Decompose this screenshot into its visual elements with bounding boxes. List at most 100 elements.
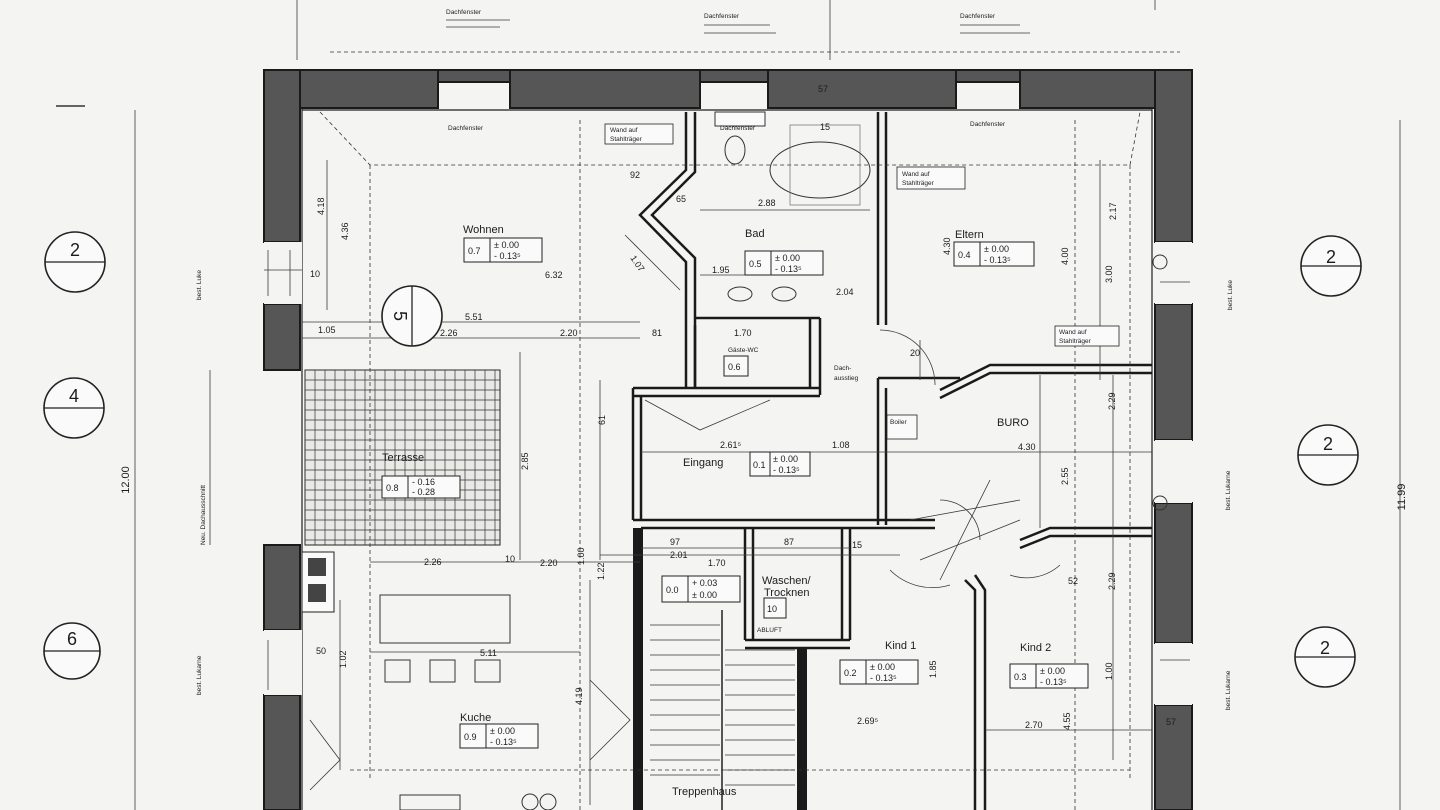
room-lvl1-eingang: ± 0.00 [773,454,798,464]
dim-2-55: 2.55 [1060,467,1070,485]
room-lvl2-kuche: - 0.13⁵ [490,737,517,747]
dim-97: 97 [670,537,680,547]
staircase-steps [650,610,795,810]
room-lvl1-kuche: ± 0.00 [490,726,515,736]
top-window-label-2: Dachfenster [704,13,740,20]
note-wand-stahl-3b: Stahlträger [1059,338,1092,345]
axis-marker-left-top: 2 [70,240,80,260]
room-code-kind1: 0.2 [844,668,857,678]
room-name-eltern: Eltern [955,229,984,241]
dim-2-88: 2.88 [758,198,776,208]
dim-4-00: 4.00 [1060,247,1070,265]
room-lvl1-kind1: ± 0.00 [870,662,895,672]
bathroom-fixtures [714,111,871,302]
room-name-waschen: Waschen/ [762,575,811,587]
room-code-eltern: 0.4 [958,250,971,260]
axis-marker-left-bottom: 6 [67,629,77,649]
room-code-bad: 0.5 [749,259,762,269]
left-axis-markers: 2 4 6 12.00 best. Luke best. Lukarne Neu… [43,105,211,810]
axis-marker-left-mid: 4 [69,386,79,406]
dim-92: 92 [630,170,640,180]
room-name-kuche: Kuche [460,712,491,724]
room-lvl2-terrasse: - 0.28 [412,487,435,497]
room-code-terrasse: 0.8 [386,483,399,493]
note-abluft: ABLUFT [757,627,782,634]
dim-1-70b: 1.70 [708,558,726,568]
note-dachfenster-3: Dachfenster [970,121,1006,128]
room-lvl2-kind2: - 0.13⁵ [1040,677,1067,687]
dim-4-55: 4.55 [1062,712,1072,730]
right-side-note-3: best. Lukarne [1225,670,1232,710]
room-lvl1-bad: ± 0.00 [775,253,800,263]
dim-2-26b: 2.26 [424,557,442,567]
notes-layer: Wand auf Stahlträger Wand auf Stahlträge… [448,121,1120,634]
dim-1-00b: 1.00 [1104,662,1114,680]
dim-3-00: 3.00 [1104,265,1114,283]
dim-4-30: 4.30 [1018,442,1036,452]
dimension-texts: 2.88 6.32 5.51 2.26 2.20 1.05 1.95 1.70 … [310,84,1176,730]
note-dachfenster-1: Dachfenster [448,125,484,132]
dim-57b: 57 [1166,717,1176,727]
top-window-label-1: Dachfenster [446,9,482,16]
note-wand-stahl-3: Wand auf [1059,329,1087,336]
dim-6-32: 6.32 [545,270,563,280]
room-name-gaste-wc: Gäste-WC [728,347,759,354]
room-lvl1-eltern: ± 0.00 [984,244,1009,254]
dim-2-04: 2.04 [836,287,854,297]
dim-2-69: 2.69⁵ [857,716,879,726]
room-code-kuche: 0.9 [464,732,477,742]
dim-57: 57 [818,84,828,94]
dim-87: 87 [784,537,794,547]
staircase-walls [633,528,807,810]
dim-2-26: 2.26 [440,328,458,338]
dim-81: 81 [652,328,662,338]
room-code-gaste-wc: 0.6 [728,362,741,372]
diagonal-dimension-lines [624,234,1021,581]
dim-65: 65 [676,194,686,204]
dim-15: 15 [820,122,830,132]
dim-2-17: 2.17 [1108,202,1118,220]
left-side-note-2: best. Lukarne [196,655,203,695]
room-labels: Wohnen 0.7 ± 0.00 - 0.13⁵ Bad 0.5 ± 0.00… [381,224,1089,798]
dim-5-11: 5.11 [480,648,497,658]
dashed-construction-lines [319,111,1141,810]
left-dachausschnitt-note: Neu. Dachausschnitt [200,485,207,545]
dim-1-08: 1.08 [832,440,850,450]
right-axis-markers: 2 2 2 11.99 best. Luke best. Lukarne bes… [1225,120,1408,810]
axis-marker-right-bottom: 2 [1320,638,1330,658]
room-name-kind2: Kind 2 [1020,642,1051,654]
dim-1-07: 1.07 [628,253,646,273]
dim-1-22: 1.22 [596,562,606,580]
dim-1-00: 1.00 [576,547,586,565]
dim-2-29: 2.29 [1107,392,1117,410]
room-name-treppenhaus: Treppenhaus [672,786,737,798]
dim-61: 61 [597,415,607,425]
terrace-area [304,369,501,546]
axis-marker-right-top: 2 [1326,247,1336,267]
dim-4-19: 4.19 [574,687,584,705]
room-name-eingang: Eingang [683,457,723,469]
dim-1-05: 1.05 [318,325,336,335]
dim-10b: 10 [505,554,515,564]
room-name-trocknen: Trocknen [764,587,809,599]
room-code-wohnen: 0.7 [468,246,481,256]
note-dachfenster-2: Dachfenster [720,125,756,132]
kitchen-fixtures [301,551,631,810]
dim-2-29b: 2.29 [1107,572,1117,590]
dim-2-20b: 2.20 [540,558,558,568]
room-code-flur: 0.0 [666,585,679,595]
room-lvl2-wohnen: - 0.13⁵ [494,251,521,261]
dim-4-36: 4.36 [340,222,350,240]
right-side-note-2: best. Lukarne [1225,470,1232,510]
dim-50: 50 [316,646,326,656]
room-name-buro: BURO [997,417,1029,429]
room-lvl2-eltern: - 0.13⁵ [984,255,1011,265]
note-boiler: Boiler [890,419,907,426]
dim-10: 10 [310,269,320,279]
section-marker: 5 [381,285,443,347]
room-lvl2-kind1: - 0.13⁵ [870,673,897,683]
dim-4-30b: 4.30 [942,237,952,255]
dim-5-51: 5.51 [465,312,483,322]
dim-15b: 15 [852,540,862,550]
